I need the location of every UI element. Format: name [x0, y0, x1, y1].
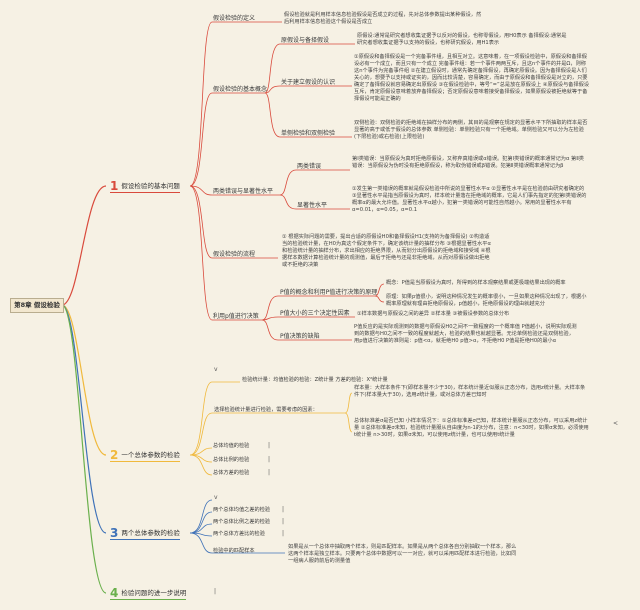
basic-concepts-label: 假设检验的基本概念	[213, 86, 268, 93]
test-statistic-label: 检验统计量：均值检验的检验：Z统计量 方差的检验：X²统计量	[242, 377, 388, 383]
branch-3-number: 3	[110, 526, 119, 540]
pvalue-concept-text: 概念：P值是当原假设为真时，所得到的样本观察结果或更极端结果出现的概率	[386, 280, 566, 286]
branch-2-label: 一个总体参数的检验	[121, 451, 180, 459]
significance-text: ①发生第一类错误的概率就是假设检验中所说的显著性水平α ②显著性水平是在检验前由…	[352, 186, 587, 213]
branch-1-number: 1	[110, 179, 119, 193]
branch-4-label: 检验问题的进一步说明	[121, 589, 187, 597]
errors-text: 第Ⅰ类错误：当原假设为真时拒绝原假设，又称弃真错误或α错误。犯第Ⅰ类错误的概率通…	[352, 156, 584, 169]
definition-text: 假设检验就是利用样本信息检验假设是否成立的过程，先对总体参数提出某种假设，然后利…	[284, 12, 482, 25]
pvalue-concept-label: P值的概念和利用P值进行决策的原理	[280, 289, 378, 296]
pvalue-principle-text: 原理：如果p值很小，说明这种情况发生的概率很小，一旦如果这种情况出现了，根据小概…	[386, 294, 587, 307]
paired-label: 检验中的匹配样本	[213, 548, 255, 554]
recognition-text: ①原假设和备择假设是一个完备事件组，且相互对立。这意味着，在一项假设检验中，原假…	[354, 54, 590, 102]
recognition-label: 关于建立假设的认识	[281, 79, 336, 86]
significance-label: 显著性水平	[297, 202, 328, 209]
var-ratio-mark: |	[282, 530, 285, 537]
branch-1-label: 假设检验的基本问题	[121, 182, 180, 190]
pvalue-problem-label: P值决策的缺陷	[280, 333, 320, 340]
side-mark: <	[613, 420, 619, 427]
mean-diff-mark: |	[282, 506, 285, 513]
hypotheses-label: 原假设与备择假设	[281, 37, 330, 44]
mean-test-label: 总体均值的检验	[213, 443, 250, 449]
process-label: 假设检验的流程	[213, 251, 256, 258]
mean-diff-label: 两个总体均值之差的检验	[213, 507, 271, 513]
process-text: ① 根据实际问题的需要，提出合适的原假设H0和备择假设H1(支持的为备择假设) …	[282, 234, 491, 268]
root-node: 第8章 假设检验	[10, 298, 64, 313]
hypotheses-text: 原假设:通常是研究者想收集证据予以反对的假设，也称零假设，用H0表示 备择假设:…	[357, 33, 567, 46]
variance-test-mark: |	[268, 469, 271, 476]
decision-label: 两类错误与显著性水平	[213, 188, 274, 195]
prop-diff-label: 两个总体比例之差的检验	[213, 519, 271, 525]
proportion-test-label: 总体比例的检验	[213, 457, 250, 463]
pvalue-problem-text: P值反应的是实际观测到的数据与原假设H0之间不一致程度的一个概率值 P值越小，说…	[354, 324, 577, 344]
branch-2-number: 2	[110, 448, 119, 462]
choose-statistic-label: 选择检验统计量进行检验，需要考虑的因素：	[214, 407, 318, 413]
pvalue-label: 利用p值进行决策	[213, 313, 259, 320]
var-ratio-label: 两个总体方差比的检验	[213, 531, 265, 537]
definition-label: 假设检验的定义	[213, 15, 256, 22]
errors-label: 两类错误	[297, 163, 322, 170]
branch-4-number: 4	[110, 586, 119, 600]
branch-3-label: 两个总体参数的检验	[121, 529, 180, 537]
prop-diff-mark: |	[282, 518, 285, 525]
pvalue-factors-label: P值大小的三个决定性因素	[280, 310, 350, 317]
variance-test-label: 总体方差的检验	[213, 470, 250, 476]
proportion-test-mark: |	[268, 456, 271, 463]
paired-text: 如果是从一个总体中抽取两个样本，则是匹配样本。如果是从两个总体各自分别抽取一个样…	[288, 544, 517, 564]
sample-size-text: 样本量：大样本条件下(即样本量不少于30)，样本统计量近似服从正态分布，选用z统…	[354, 385, 586, 398]
mean-test-mark: |	[268, 442, 271, 449]
branch-3-expand-mark: v	[214, 494, 218, 501]
branch-2-expand-mark: v	[214, 366, 218, 373]
sigma-known-text: 总体标准差σ是否已知 小样本情况下：①总体标准差σ已知，样本统计量服从正态分布，…	[354, 418, 589, 438]
branch-4-mark: |	[214, 588, 217, 595]
tails-text: 双侧检验：双侧检验的拒绝域在抽样分布的两侧，其目的是观察在规定的显著水平下所抽取…	[354, 120, 588, 140]
tails-label: 单侧检验和双侧检验	[281, 130, 336, 137]
pvalue-factors-text: ①样本数据与原假设之间的差异 ②样本量 ③被假设参数的总体分布	[357, 311, 510, 317]
